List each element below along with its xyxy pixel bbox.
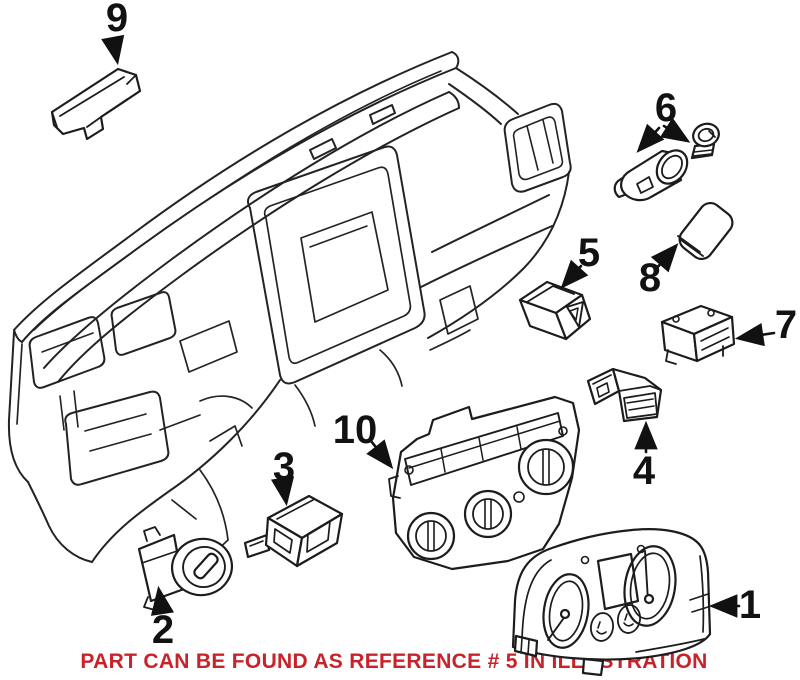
callout-10: 10: [332, 408, 378, 452]
part-4-switch-drawing: [586, 367, 663, 423]
callout-2: 2: [151, 608, 175, 652]
part-1-instrument-cluster-drawing: [511, 528, 712, 677]
arrow-to-part-7: [734, 323, 776, 347]
arrow-to-part-9: [101, 34, 125, 66]
dashboard-drawing: [7, 51, 572, 563]
callout-9: 9: [105, 0, 129, 40]
callout-5: 5: [577, 231, 601, 275]
part-10-climate-control-drawing: [388, 395, 581, 571]
part-2-headlight-switch-drawing: [137, 526, 233, 611]
arrow-to-part-6a: [636, 123, 665, 153]
arrow-to-part-5: [560, 259, 589, 289]
part-3-relay-drawing: [243, 494, 344, 568]
part-5-hazard-switch-drawing: [518, 280, 592, 341]
part-7-switch-module-drawing: [660, 304, 736, 365]
callout-8: 8: [638, 256, 662, 300]
callout-1: 1: [738, 583, 762, 627]
arrow-to-part-2: [150, 585, 175, 616]
arrow-to-part-6b: [659, 117, 691, 143]
callout-7: 7: [774, 303, 798, 347]
callout-3: 3: [272, 445, 296, 489]
callout-4: 4: [632, 449, 656, 493]
part-8-lighter-insert-drawing: [677, 201, 734, 261]
callout-6: 6: [654, 86, 678, 130]
part-9-dash-top-trim-drawing: [50, 67, 142, 141]
arrow-to-part-10: [366, 439, 394, 470]
part-6-cigarette-lighter-drawing: [613, 122, 720, 202]
arrow-to-part-3: [270, 476, 295, 507]
callout-arrows: [101, 34, 776, 618]
arrow-to-part-8: [650, 243, 679, 273]
